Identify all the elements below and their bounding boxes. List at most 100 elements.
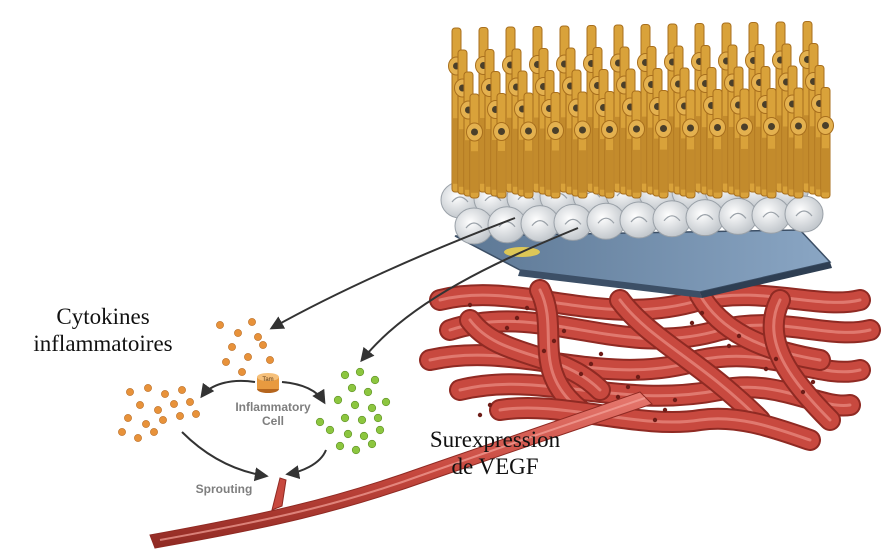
rpe-cell [620, 202, 658, 238]
cytokine-dot [142, 420, 149, 427]
surexpression-line-1: Surexpression [410, 426, 580, 453]
vegf-dot [368, 440, 376, 448]
blood-cell-dot [653, 418, 657, 422]
vegf-dot [368, 404, 376, 412]
cytokine-dot [118, 428, 125, 435]
vegf-dot [348, 384, 356, 392]
vegf-dot [341, 414, 349, 422]
photoreceptor-nucleus [606, 126, 613, 133]
cytokines-line-2: inflammatoires [28, 330, 178, 357]
blood-cell-dot [690, 321, 694, 325]
blood-cell-dot [764, 367, 768, 371]
vegf-dot [376, 426, 384, 434]
blood-cell-dot [673, 398, 677, 402]
rpe-cell [521, 206, 559, 242]
cytokine-dot [159, 416, 166, 423]
photoreceptor-nucleus [795, 123, 802, 130]
photoreceptor-outer-segment [552, 151, 559, 193]
surexpression-line-2: de VEGF [410, 453, 580, 480]
cytokine-dot [178, 386, 185, 393]
cytokine-dot [244, 353, 251, 360]
arrow-left-to-sprout [182, 432, 266, 476]
vegf-dot [371, 376, 379, 384]
blood-cell-dot [562, 329, 566, 333]
photoreceptor-nucleus [525, 128, 532, 135]
cytokine-dot [266, 356, 273, 363]
photoreceptor-outer-segment [471, 151, 478, 193]
photoreceptor-nucleus [552, 127, 559, 134]
photoreceptor-outer-segment [714, 149, 721, 192]
blood-cell-dot [801, 390, 805, 394]
vegf-dot [374, 414, 382, 422]
photoreceptor-layer [449, 22, 834, 199]
blood-cell-dot [663, 408, 667, 412]
blood-cell-dot [542, 349, 546, 353]
photoreceptor-nucleus [822, 122, 829, 129]
cytokine-dot [150, 428, 157, 435]
photoreceptor-outer-segment [498, 151, 505, 193]
photoreceptor-nucleus [687, 125, 694, 132]
cytokine-dot [176, 412, 183, 419]
cytokine-dot [228, 343, 235, 350]
vegf-dot [336, 442, 344, 450]
vegf-dot [351, 401, 359, 409]
vegf-dot [326, 426, 334, 434]
rpe-cell [653, 201, 691, 237]
photoreceptor-outer-segment [660, 150, 667, 193]
cytokine-dot [248, 318, 255, 325]
cytokine-dot [254, 333, 261, 340]
cytokines-line-1: Cytokines [28, 303, 178, 330]
photoreceptor-outer-segment [606, 150, 613, 193]
cytokine-dot [134, 434, 141, 441]
cytokine-dot [170, 400, 177, 407]
arrow-cell-to-left [202, 381, 255, 396]
cytokines-label: Cytokines inflammatoires [28, 303, 178, 357]
vessel-sprout [272, 478, 286, 510]
blood-cell-dot [478, 413, 482, 417]
vegf-particles [316, 368, 390, 454]
blood-cell-dot [589, 362, 593, 366]
cytokine-dot [124, 414, 131, 421]
inflammatory-line-2: Cell [228, 414, 318, 428]
cell-tag-label: Tam [262, 377, 273, 383]
blood-cell-dot [525, 306, 529, 310]
vegf-dot [341, 371, 349, 379]
cytokine-dot [154, 406, 161, 413]
blood-cell-dot [626, 385, 630, 389]
photoreceptor-nucleus [714, 124, 721, 131]
inflammatory-line-1: Inflammatory [228, 400, 318, 414]
sprouting-label: Sprouting [186, 482, 262, 496]
blood-cell-dot [552, 339, 556, 343]
vegf-dot [352, 446, 360, 454]
photoreceptor-outer-segment [822, 148, 829, 192]
photoreceptor-outer-segment [687, 149, 694, 192]
photoreceptor-outer-segment [525, 151, 532, 193]
vegf-dot [334, 396, 342, 404]
blood-cell-dot [488, 403, 492, 407]
blood-cell-dot [700, 311, 704, 315]
cytokine-dot [144, 384, 151, 391]
cytokine-dot [161, 390, 168, 397]
cytokine-dot [126, 388, 133, 395]
vegf-dot [356, 368, 364, 376]
surexpression-label: Surexpression de VEGF [410, 426, 580, 480]
rpe-cell [587, 203, 625, 239]
blood-cell-dot [599, 352, 603, 356]
cytokine-dot [186, 398, 193, 405]
vegf-dot [360, 432, 368, 440]
blood-cell-dot [579, 372, 583, 376]
inflammatory-cell-label: Inflammatory Cell [228, 400, 318, 428]
vegf-dot [344, 430, 352, 438]
rpe-cell [686, 200, 724, 236]
cytokine-dot [234, 329, 241, 336]
photoreceptor-outer-segment [633, 150, 640, 193]
rpe-cell [488, 207, 526, 243]
blood-cell-dot [737, 334, 741, 338]
blood-cell-dot [515, 316, 519, 320]
blood-cell-dot [505, 326, 509, 330]
photoreceptor-outer-segment [741, 149, 748, 193]
photoreceptor-nucleus [768, 123, 775, 130]
blood-cell-dot [636, 375, 640, 379]
cytokine-dot [222, 358, 229, 365]
